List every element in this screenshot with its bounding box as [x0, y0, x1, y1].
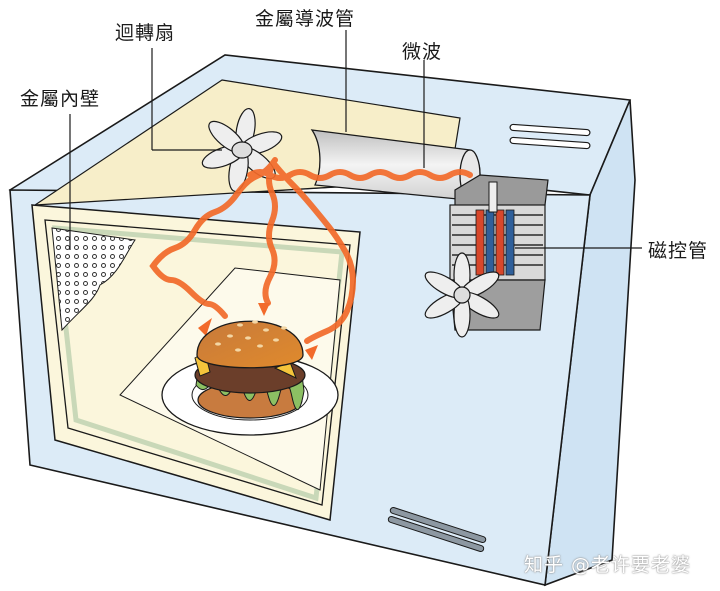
door-frame: [44, 219, 351, 506]
cooling-fan: [424, 252, 500, 338]
metal-inner-wall-mesh: [51, 227, 136, 332]
arrow-head: [198, 318, 212, 336]
vent-slot: [387, 515, 485, 553]
vent-slot: [509, 123, 591, 137]
label-metal-waveguide: 金屬導波管: [255, 8, 356, 30]
magnetron-blue-core: [485, 209, 495, 276]
label-metal-inner-wall: 金屬內壁: [20, 88, 101, 110]
label-magnetron: 磁控管: [648, 240, 709, 262]
microwave-paths: [149, 157, 473, 344]
label-microwave: 微波: [402, 41, 443, 63]
leader-lines: [69, 30, 642, 250]
door-inner-frame: [52, 225, 345, 502]
wave-center: [262, 162, 278, 306]
magnetron-red-core: [495, 209, 505, 276]
fan-hub: [231, 141, 253, 159]
wave-arrowheads: [198, 303, 318, 360]
top-bun: [196, 320, 304, 369]
magnetron-antenna: [488, 181, 498, 213]
sesame-seeds: [215, 320, 287, 352]
vent-slot: [389, 506, 487, 544]
top-vents: [509, 123, 591, 150]
case-right-side: [544, 99, 636, 587]
arrow-head: [258, 303, 270, 316]
rotating-fan: [201, 107, 283, 193]
wave-right: [272, 162, 357, 344]
wave-left: [149, 157, 278, 319]
bottom-vents: [387, 506, 487, 553]
watermark: 知乎 @老许要老婆: [524, 554, 692, 576]
magnetron-red-core: [475, 209, 485, 276]
vent-slot: [509, 136, 591, 150]
label-rotating-fan: 迴轉扇: [115, 22, 176, 44]
burger: [194, 320, 306, 419]
arrow-head: [305, 345, 318, 360]
magnetron-blue-core: [505, 209, 515, 276]
